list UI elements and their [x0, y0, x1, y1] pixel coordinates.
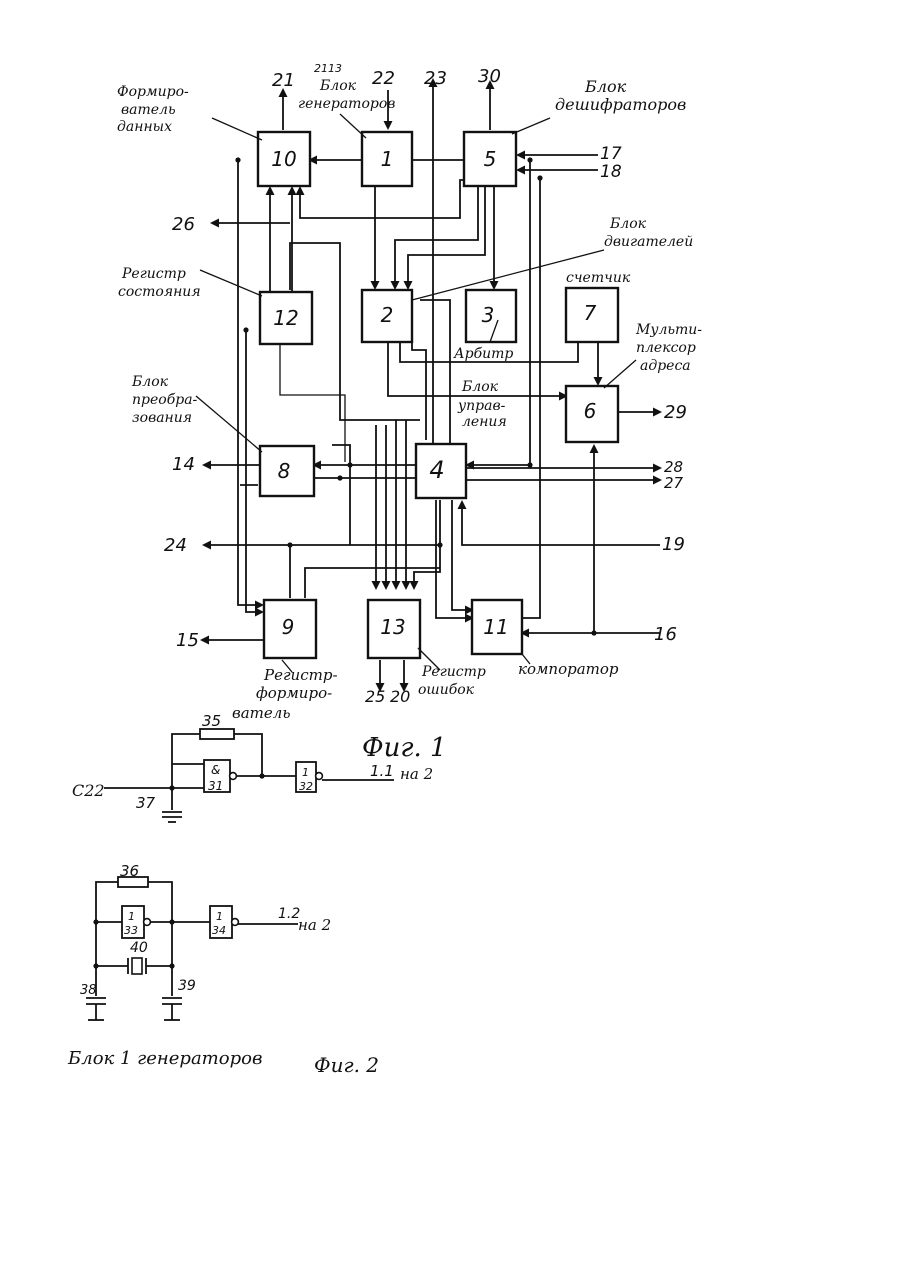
block-11: 11 [472, 600, 522, 654]
svg-text:1: 1 [302, 766, 309, 779]
svg-text:8: 8 [278, 459, 291, 483]
svg-text:адреса: адреса [640, 358, 691, 374]
svg-text:плексор: плексор [636, 340, 696, 356]
svg-text:преобра-: преобра- [132, 392, 198, 408]
block-13: 13 [368, 600, 420, 658]
block-5: 5 [464, 132, 516, 186]
svg-text:33: 33 [124, 924, 138, 937]
fig2-caption: Фиг. 2 [314, 1053, 379, 1077]
port-15: 15 [176, 630, 199, 651]
fig2-title: Блок 1 генераторов [67, 1048, 262, 1069]
block-6: 6 [566, 386, 618, 442]
block-3: 3 [466, 290, 516, 342]
port-24: 24 [164, 535, 187, 556]
port-20: 20 [390, 687, 410, 706]
svg-text:5: 5 [484, 147, 497, 171]
generator-subcircuit: 35 & 31 1 32 1.1 на 2 С22 37 [72, 712, 433, 822]
svg-text:6: 6 [584, 399, 597, 423]
svg-text:Блок: Блок [131, 374, 169, 390]
port-25: 25 [365, 687, 385, 706]
svg-text:2: 2 [381, 303, 394, 327]
fig2-generator-block: 36 1 33 1 34 1.2 на 2 40 38 [80, 862, 331, 1020]
svg-text:3: 3 [482, 303, 495, 327]
svg-text:1: 1 [216, 910, 223, 923]
block-1: 1 [362, 132, 412, 186]
port-30: 30 [478, 66, 501, 87]
svg-text:формиро-: формиро- [256, 684, 332, 702]
block-8: 8 [260, 446, 314, 496]
block-12: 12 [260, 292, 312, 344]
port-27: 27 [664, 474, 684, 492]
block-2: 2 [362, 290, 412, 342]
svg-text:10: 10 [271, 147, 296, 171]
svg-text:4: 4 [429, 456, 444, 484]
block-7: 7 [566, 288, 618, 342]
port-17: 17 [600, 144, 622, 164]
svg-text:компоратор: компоратор [518, 660, 619, 678]
svg-text:генераторов: генераторов [298, 96, 395, 112]
svg-text:Блок: Блок [461, 379, 499, 395]
svg-text:С22: С22 [72, 781, 105, 800]
svg-text:ления: ления [462, 414, 507, 430]
port-16: 16 [654, 624, 677, 645]
svg-text:1.1: 1.1 [370, 762, 394, 780]
svg-text:дешифраторов: дешифраторов [555, 95, 686, 114]
svg-text:34: 34 [212, 924, 226, 937]
svg-text:1: 1 [128, 910, 135, 923]
port-21: 21 [272, 70, 295, 91]
svg-text:ошибок: ошибок [418, 682, 475, 698]
capacitor-38-label: 38 [80, 983, 97, 998]
svg-text:счетчик: счетчик [566, 270, 631, 286]
port-26: 26 [172, 214, 195, 235]
svg-text:состояния: состояния [118, 284, 201, 300]
resistor-36 [118, 877, 148, 887]
svg-text:Формиро-: Формиро- [117, 84, 189, 100]
resistor-35 [200, 729, 234, 739]
svg-text:управ-: управ- [457, 398, 506, 414]
svg-text:Регистр-: Регистр- [263, 666, 338, 684]
svg-text:Регистр: Регистр [121, 266, 186, 282]
block-9: 9 [264, 600, 316, 658]
port-19: 19 [662, 534, 685, 555]
svg-text:1: 1 [381, 147, 394, 171]
capacitor-39-label: 39 [178, 978, 196, 994]
block-10: 10 [258, 132, 310, 186]
quartz-40 [132, 958, 142, 974]
svg-text:данных: данных [117, 119, 172, 135]
port-29: 29 [664, 402, 687, 423]
svg-text:ватель: ватель [121, 102, 176, 118]
svg-text:на 2: на 2 [298, 916, 331, 934]
fig1-caption: Фиг. 1 [362, 733, 447, 763]
capacitor-37-label: 37 [136, 794, 156, 812]
port-14: 14 [172, 454, 195, 475]
quartz-40-label: 40 [130, 940, 148, 956]
svg-text:ватель: ватель [232, 704, 291, 722]
svg-text:11: 11 [483, 615, 508, 639]
svg-text:32: 32 [299, 780, 313, 793]
svg-text:7: 7 [584, 301, 597, 325]
svg-text:9: 9 [282, 615, 295, 639]
port-23: 23 [424, 68, 447, 89]
svg-text:Регистр: Регистр [421, 664, 486, 680]
svg-text:зования: зования [132, 410, 192, 426]
svg-text:Мульти-: Мульти- [635, 322, 702, 338]
svg-text:двигателей: двигателей [604, 234, 693, 250]
svg-text:31: 31 [208, 779, 223, 793]
svg-text:&: & [211, 763, 220, 777]
svg-text:12: 12 [273, 306, 298, 330]
svg-text:13: 13 [380, 615, 405, 639]
svg-text:на 2: на 2 [400, 765, 433, 783]
svg-text:Блок: Блок [584, 77, 627, 96]
svg-text:1.2: 1.2 [278, 906, 300, 922]
svg-text:Блок: Блок [609, 216, 647, 232]
resistor-35-label: 35 [202, 712, 221, 730]
port-22: 22 [372, 68, 395, 89]
svg-text:Блок: Блок [319, 78, 357, 94]
corner-mark: 2113 [314, 62, 342, 75]
port-18: 18 [600, 162, 622, 182]
svg-text:Арбитр: Арбитр [453, 346, 513, 362]
block-4: 4 [416, 444, 466, 498]
